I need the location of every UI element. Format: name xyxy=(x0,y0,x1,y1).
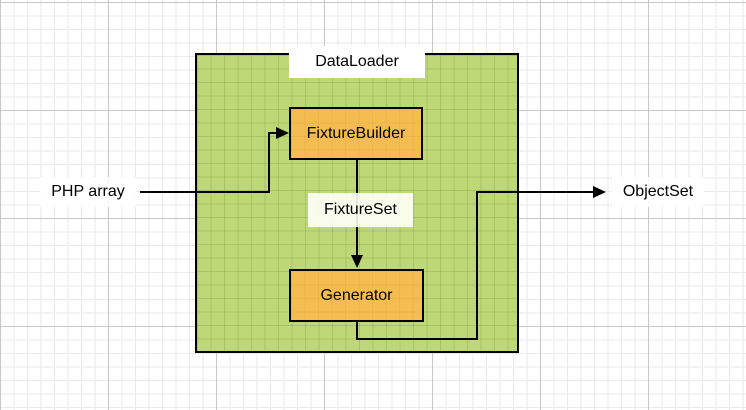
node-fixture-builder-label: FixtureBuilder xyxy=(306,124,406,142)
edge-label-fixture-set-text: FixtureSet xyxy=(324,201,397,218)
arrowhead-into-objectset xyxy=(593,186,606,198)
external-label-object-set: ObjectSet xyxy=(612,177,704,207)
node-generator: Generator xyxy=(289,269,424,322)
external-label-php-array-text: PHP array xyxy=(51,183,125,200)
edge-label-fixture-set: FixtureSet xyxy=(308,193,413,227)
external-label-object-set-text: ObjectSet xyxy=(622,183,694,200)
node-fixture-builder: FixtureBuilder xyxy=(289,107,423,160)
external-label-php-array: PHP array xyxy=(40,177,136,207)
container-dataloader-title: DataLoader xyxy=(289,46,425,78)
node-generator-label: Generator xyxy=(320,286,393,304)
container-dataloader-title-text: DataLoader xyxy=(315,53,399,70)
